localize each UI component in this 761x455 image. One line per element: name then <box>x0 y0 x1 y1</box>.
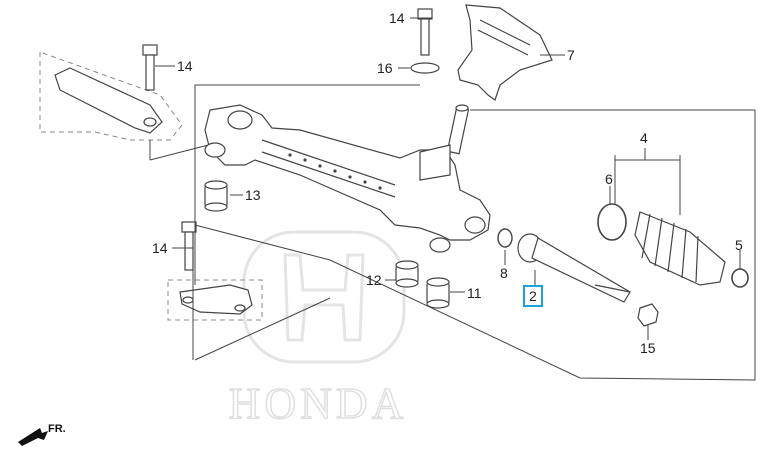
assembly-outline <box>194 84 756 381</box>
bolt-14-top <box>417 8 433 56</box>
tie-rod-2 <box>517 233 631 303</box>
clip-5 <box>731 268 749 288</box>
callout-11: 11 <box>467 285 482 301</box>
upper-bracket <box>54 67 163 134</box>
pinion-shaft <box>419 104 470 181</box>
callout-2-highlighted[interactable]: 2 <box>523 285 543 307</box>
column-boot-7 <box>457 4 553 101</box>
callout-14-top: 14 <box>389 10 405 26</box>
honda-watermark-logo <box>242 230 406 364</box>
callout-7: 7 <box>567 47 575 63</box>
callout-14-upper-left: 14 <box>177 58 193 74</box>
honda-watermark-text: HONDA <box>229 379 408 428</box>
callout-4: 4 <box>640 130 648 146</box>
o-ring-8 <box>497 228 513 248</box>
bushing-12 <box>395 260 419 288</box>
lower-bracket <box>179 284 253 315</box>
rack-boot-4 <box>634 211 726 286</box>
washer-16 <box>410 62 440 74</box>
callout-6: 6 <box>605 171 613 187</box>
callout-13: 13 <box>245 187 261 203</box>
bolt-14-lower-left <box>181 221 197 271</box>
callout-5: 5 <box>735 237 743 253</box>
bushing-13 <box>204 180 228 212</box>
bushing-11 <box>426 277 450 309</box>
rack-holes <box>288 153 382 190</box>
steering-rack-housing <box>204 104 491 253</box>
callout-14-lower-left: 14 <box>152 240 168 256</box>
callout-16: 16 <box>377 60 393 76</box>
bolt-14-upper-left <box>142 44 158 91</box>
callout-12: 12 <box>366 272 382 288</box>
callout-8: 8 <box>500 265 508 281</box>
clamp-6 <box>597 203 627 241</box>
callout-15: 15 <box>640 340 656 356</box>
front-direction-label: FR. <box>48 423 66 435</box>
nut-15 <box>637 303 659 327</box>
front-direction-arrow-icon <box>18 428 48 446</box>
